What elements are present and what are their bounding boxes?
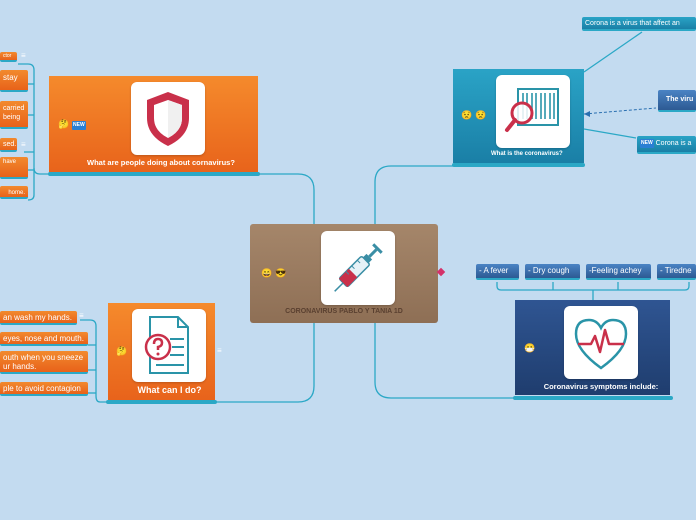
note-icon: ≡ <box>79 311 84 320</box>
what-can-item-2[interactable]: eyes, nose and mouth. <box>0 332 88 346</box>
what-is-item-2[interactable]: The viru <box>658 90 696 112</box>
symptoms-title: Coronavirus symptoms include: <box>543 382 659 391</box>
what-can-item-1[interactable]: an wash my hands. <box>0 311 77 325</box>
people-item-3[interactable]: carried being <box>0 101 28 129</box>
note-icon: ≡ <box>217 346 222 355</box>
thinking-emoji-icon: 🤔 <box>116 346 128 356</box>
heart-rate-icon <box>564 306 638 379</box>
document-question-icon <box>132 309 206 382</box>
symptoms-item-3[interactable]: -Feeling achey <box>586 264 651 280</box>
people-title: What are people doing about cornavirus? <box>87 158 235 167</box>
worried-emoji-icon: 😟 <box>461 110 473 120</box>
people-item-4[interactable]: sed. <box>0 138 17 152</box>
new-badge-icon: NEW <box>72 121 86 130</box>
thinking-emoji-icon: 🤔 <box>58 119 70 129</box>
smile-emoji-icon: 😄 <box>261 268 273 278</box>
worried-emoji-icon: 😟 <box>475 110 487 120</box>
people-item-6[interactable]: home. <box>0 186 28 199</box>
note-icon: ≡ <box>21 140 26 149</box>
symptoms-item-1[interactable]: - A fever <box>476 264 519 280</box>
sunglasses-emoji-icon: 😎 <box>275 268 287 278</box>
what-is-underline <box>452 163 585 167</box>
people-topic[interactable]: 🤔 NEW What are people doing about cornav… <box>49 76 258 173</box>
symptoms-topic[interactable]: 😷 Coronavirus symptoms include: <box>515 300 670 395</box>
what-can-topic[interactable]: 🤔 What can I do? <box>108 303 215 400</box>
people-underline <box>48 172 260 176</box>
people-item-1[interactable]: ctor <box>0 52 17 62</box>
what-can-item-3[interactable]: outh when you sneeze ur hands. <box>0 351 88 374</box>
what-can-title: What can I do? <box>137 385 202 395</box>
note-icon: ≡ <box>21 51 26 60</box>
barcode-magnifier-icon <box>496 75 570 148</box>
shield-icon <box>131 82 205 155</box>
central-topic[interactable]: 😄 😎 CORONAVIRUS PABLO Y TANIA 1D <box>250 224 438 323</box>
symptoms-item-2[interactable]: - Dry cough <box>525 264 580 280</box>
what-can-underline <box>106 400 217 404</box>
what-is-item-1[interactable]: Corona is a virus that affect an <box>582 17 696 31</box>
mask-emoji-icon: 😷 <box>524 343 536 353</box>
what-can-item-4[interactable]: ple to avoid contagion <box>0 382 88 396</box>
what-is-title: What is the coronavirus? <box>491 151 563 157</box>
people-item-5[interactable]: have <box>0 157 28 179</box>
symptoms-item-4[interactable]: - Tiredne <box>657 264 696 280</box>
what-is-item-3[interactable]: NEW Corona is a <box>637 136 696 154</box>
symptoms-underline <box>513 396 673 400</box>
what-is-topic[interactable]: 😟 😟 What is the coronavirus? <box>453 69 584 163</box>
syringe-icon <box>321 231 395 305</box>
what-is-item-3-label: Corona is a <box>655 140 692 147</box>
central-title: CORONAVIRUS PABLO Y TANIA 1D <box>285 308 403 315</box>
people-item-2[interactable]: stay <box>0 70 28 92</box>
new-badge-icon: NEW <box>640 138 654 148</box>
